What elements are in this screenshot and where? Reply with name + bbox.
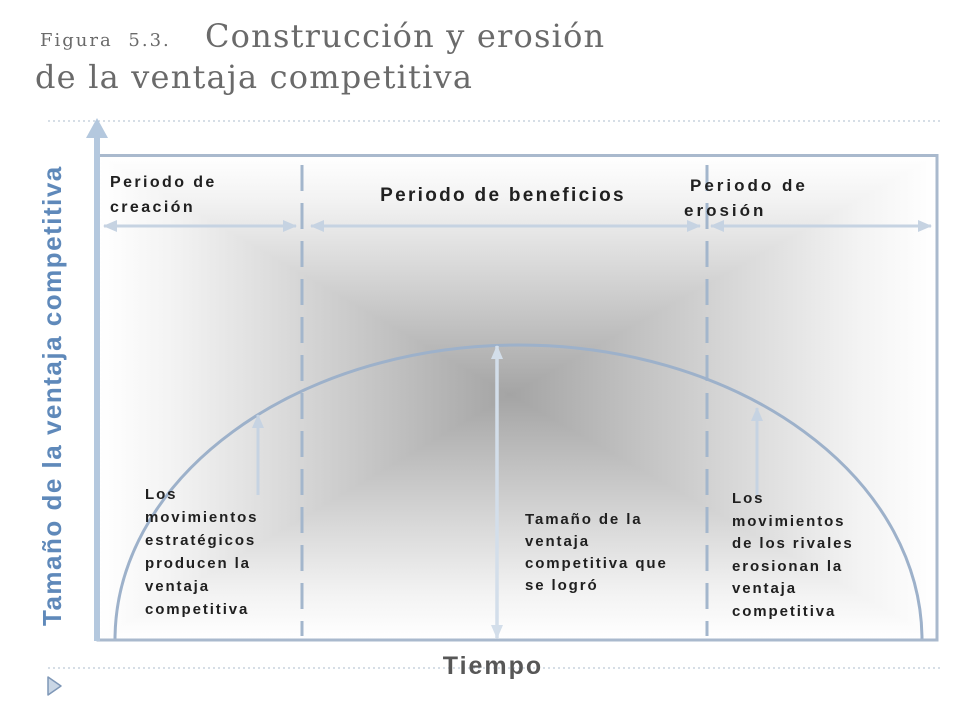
shading-panel-bottom — [99, 395, 936, 639]
shading-panel-left — [99, 156, 510, 639]
note-line: ventaja — [525, 533, 590, 550]
period-label-creation: Periodo de creación — [110, 170, 217, 220]
note-line: movimientos — [145, 509, 259, 526]
period-label-erosion: Periodo de erosión — [684, 173, 808, 223]
figure-label: Figura 5.3. — [40, 30, 171, 51]
note-line: se logró — [525, 577, 599, 594]
period-label-line: Periodo de — [690, 176, 808, 195]
y-axis-arrowhead — [86, 118, 108, 138]
note-rival-erosion: Los movimientos de los rivales erosionan… — [732, 488, 854, 624]
note-achieved-size: Tamaño de la ventaja competitiva que se … — [525, 509, 668, 597]
period-label-line: creación — [110, 199, 196, 216]
x-axis-label: Tiempo — [442, 652, 544, 680]
shading-panel-right — [510, 156, 936, 639]
background-shading — [99, 156, 936, 639]
note-line: competitiva — [732, 602, 837, 620]
note-line: Los — [145, 486, 178, 503]
period-label-benefits: Periodo de beneficios — [308, 184, 698, 208]
note-line: erosionan la — [732, 557, 844, 575]
note-line: de los rivales — [732, 535, 854, 553]
note-line: producen la — [145, 555, 251, 572]
shading-panel-top — [99, 156, 936, 395]
period-label-line: erosión — [684, 201, 767, 220]
competitive-advantage-curve — [113, 343, 924, 641]
figure-title: Construcción y erosión — [205, 17, 606, 55]
figure-title-continued: de la ventaja competitiva — [35, 58, 474, 96]
note-line: competitiva que — [525, 555, 668, 572]
note-line: estratégicos — [145, 532, 257, 549]
period-label-line: Periodo de — [110, 174, 217, 191]
note-line: ventaja — [732, 580, 797, 598]
period-label-line: Periodo de beneficios — [380, 185, 626, 206]
triangle-bullet-icon — [47, 676, 62, 696]
note-line: ventaja — [145, 578, 210, 595]
note-line: Tamaño de la — [525, 511, 643, 528]
y-axis-label: Tamaño de la ventaja competitiva — [37, 165, 67, 627]
note-strategic-moves: Los movimientos estratégicos producen la… — [145, 483, 258, 621]
note-line: movimientos — [732, 512, 846, 530]
note-line: Los — [732, 490, 765, 507]
note-line: competitiva — [145, 601, 250, 618]
